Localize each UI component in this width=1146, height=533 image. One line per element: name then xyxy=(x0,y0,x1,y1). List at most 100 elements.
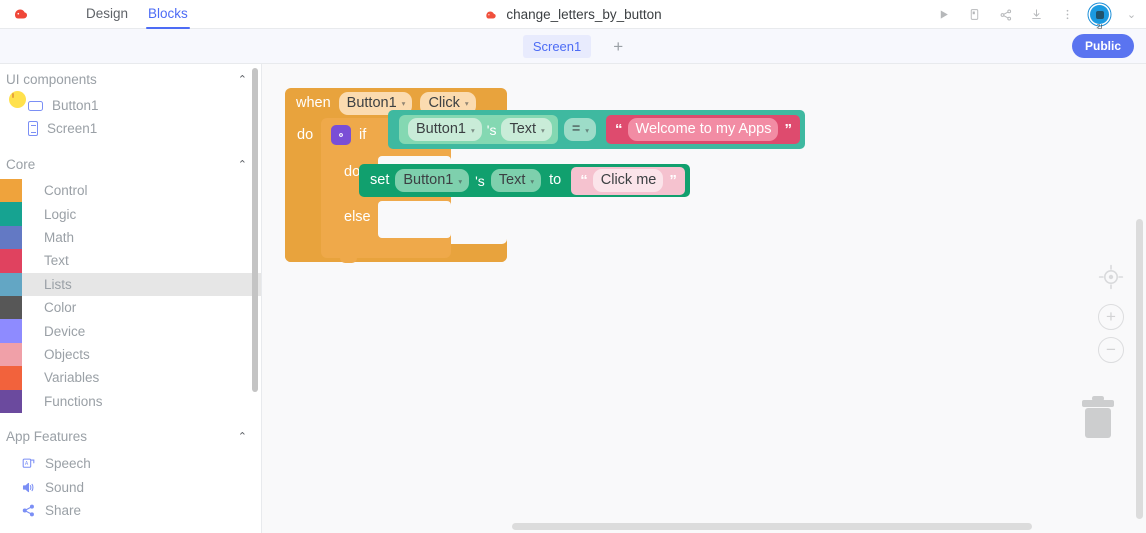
sidebar-item-control[interactable]: Control xyxy=(0,179,261,203)
section-core[interactable]: Core ⌃ xyxy=(0,149,261,179)
sidebar-item-label: Logic xyxy=(44,206,77,222)
section-title-core: Core xyxy=(6,156,36,172)
sidebar-item-objects[interactable]: Objects xyxy=(0,342,261,367)
get-property-dropdown[interactable]: Text ▾ xyxy=(501,118,552,141)
color-swatch xyxy=(0,179,22,203)
tab-blocks[interactable]: Blocks xyxy=(138,0,198,29)
operator-dropdown[interactable]: = ▾ xyxy=(563,118,597,141)
sidebar-item-label: Button1 xyxy=(52,98,99,113)
get-component-dropdown[interactable]: Button1 ▾ xyxy=(408,118,482,141)
project-logo-icon xyxy=(484,8,498,22)
zoom-in-icon[interactable]: + xyxy=(1098,304,1124,330)
component-badge xyxy=(9,91,26,108)
share-icon xyxy=(20,503,36,519)
get-property-label: Text xyxy=(509,121,537,137)
sidebar-item-lists[interactable]: Lists xyxy=(0,272,261,296)
section-app-features[interactable]: App Features ⌃ xyxy=(0,422,261,452)
text-value-input[interactable]: Click me xyxy=(592,169,664,192)
sidebar-item-variables[interactable]: Variables xyxy=(0,366,261,390)
block-text-click-me[interactable]: “ Click me ” xyxy=(571,166,685,195)
blocks-workspace[interactable]: when Button1 ▾ Click ▾ do xyxy=(262,64,1146,533)
close-quote-icon: ” xyxy=(669,172,676,189)
color-swatch xyxy=(0,319,22,343)
sidebar-item-label: Lists xyxy=(44,276,72,292)
section-title-app-features: App Features xyxy=(6,429,88,445)
block-get-property[interactable]: Button1 ▾ 's Text ▾ xyxy=(399,115,558,144)
chevron-up-icon[interactable]: ⌃ xyxy=(237,158,247,171)
tab-design[interactable]: Design xyxy=(86,5,129,21)
svg-text:A: A xyxy=(24,461,28,467)
sidebar-item-speech[interactable]: A Speech xyxy=(0,452,261,476)
color-swatch xyxy=(0,272,22,296)
sound-icon xyxy=(20,479,36,495)
more-options-icon[interactable] xyxy=(1059,6,1076,23)
color-swatch xyxy=(0,202,22,226)
sidebar-item-share[interactable]: Share xyxy=(0,499,261,523)
sidebar-item-label: Functions xyxy=(44,393,103,409)
possessive-label: 's xyxy=(475,172,485,189)
button-component-icon xyxy=(28,100,43,111)
sidebar-item-label: Objects xyxy=(44,346,90,362)
if-else-label: else xyxy=(344,209,371,225)
color-swatch xyxy=(0,389,22,413)
block-text-welcome[interactable]: “ Welcome to my Apps ” xyxy=(606,115,800,144)
phone-preview-icon[interactable] xyxy=(966,6,983,23)
sidebar-item-sound[interactable]: Sound xyxy=(0,475,261,499)
sidebar-item-math[interactable]: Math xyxy=(0,225,261,250)
app-inventor-logo-icon[interactable] xyxy=(8,1,34,27)
sidebar-item-label: Control xyxy=(44,183,88,199)
speech-icon: A xyxy=(20,456,36,472)
screen-toolbar: Screen1 + Public xyxy=(0,29,1146,64)
set-property-dropdown[interactable]: Text ▾ xyxy=(490,169,542,192)
when-component-dropdown[interactable]: Button1 ▾ xyxy=(338,91,413,115)
set-component-dropdown[interactable]: Button1 ▾ xyxy=(395,169,470,192)
sidebar-item-screen1[interactable]: Screen1 xyxy=(0,117,261,140)
when-do-label: do xyxy=(297,127,314,143)
sidebar-item-label: Speech xyxy=(45,456,91,472)
text-value-input[interactable]: Welcome to my Apps xyxy=(627,118,779,141)
when-event-dropdown[interactable]: Click ▾ xyxy=(420,91,476,115)
chevron-down-icon[interactable]: ⌄ xyxy=(1126,9,1137,21)
sidebar-item-device[interactable]: Device xyxy=(0,319,261,343)
add-screen-button[interactable]: + xyxy=(613,36,624,56)
avatar-label: 김 xyxy=(1096,23,1102,33)
project-title: change_letters_by_button xyxy=(506,7,662,22)
section-ui-components[interactable]: UI components ⌃ xyxy=(0,64,261,94)
chevron-up-icon[interactable]: ⌃ xyxy=(237,73,247,86)
sidebar-item-logic[interactable]: Logic xyxy=(0,202,261,226)
block-set-property[interactable]: set Button1 ▾ 's Text ▾ to “ Click me ” xyxy=(359,164,690,197)
top-toolbar: Design Blocks change_letters_by_button xyxy=(0,0,1146,32)
when-component-label: Button1 xyxy=(346,94,397,111)
play-icon[interactable] xyxy=(935,6,952,23)
trash-icon[interactable] xyxy=(1074,394,1122,449)
workspace-horizontal-scrollbar[interactable] xyxy=(512,523,1032,530)
set-property-label: Text xyxy=(498,172,526,188)
gear-icon[interactable] xyxy=(331,125,351,145)
sidebar-item-functions[interactable]: Functions xyxy=(0,389,261,413)
chevron-down-icon: ▾ xyxy=(458,176,463,186)
when-keyword: when xyxy=(296,94,331,111)
sidebar-scrollbar[interactable] xyxy=(252,68,258,392)
share-icon[interactable] xyxy=(997,6,1014,23)
public-button[interactable]: Public xyxy=(1071,34,1134,58)
avatar[interactable]: 김 xyxy=(1090,5,1109,32)
set-to-label: to xyxy=(549,172,562,189)
sidebar-item-label: Sound xyxy=(45,479,85,495)
workspace-vertical-scrollbar[interactable] xyxy=(1136,219,1143,519)
center-blocks-icon[interactable] xyxy=(1098,264,1124,295)
sidebar-item-color[interactable]: Color xyxy=(0,295,261,320)
operator-label: = xyxy=(571,121,581,137)
sidebar-item-label: Screen1 xyxy=(47,121,98,136)
sidebar-item-text[interactable]: Text xyxy=(0,249,261,273)
download-icon[interactable] xyxy=(1028,6,1045,23)
zoom-out-icon[interactable]: − xyxy=(1098,337,1124,363)
block-comparison-equals[interactable]: Button1 ▾ 's Text ▾ = ▾ “ Welcome to my … xyxy=(388,110,805,149)
set-component-label: Button1 xyxy=(403,172,454,188)
color-swatch xyxy=(0,342,22,367)
chevron-up-icon[interactable]: ⌃ xyxy=(237,431,247,444)
sidebar-item-button1[interactable]: Button1 xyxy=(0,94,261,117)
top-actions: 김 ⌄ xyxy=(935,0,1140,32)
tab-screen1[interactable]: Screen1 xyxy=(522,34,592,58)
sidebar-item-label: Text xyxy=(44,253,69,269)
